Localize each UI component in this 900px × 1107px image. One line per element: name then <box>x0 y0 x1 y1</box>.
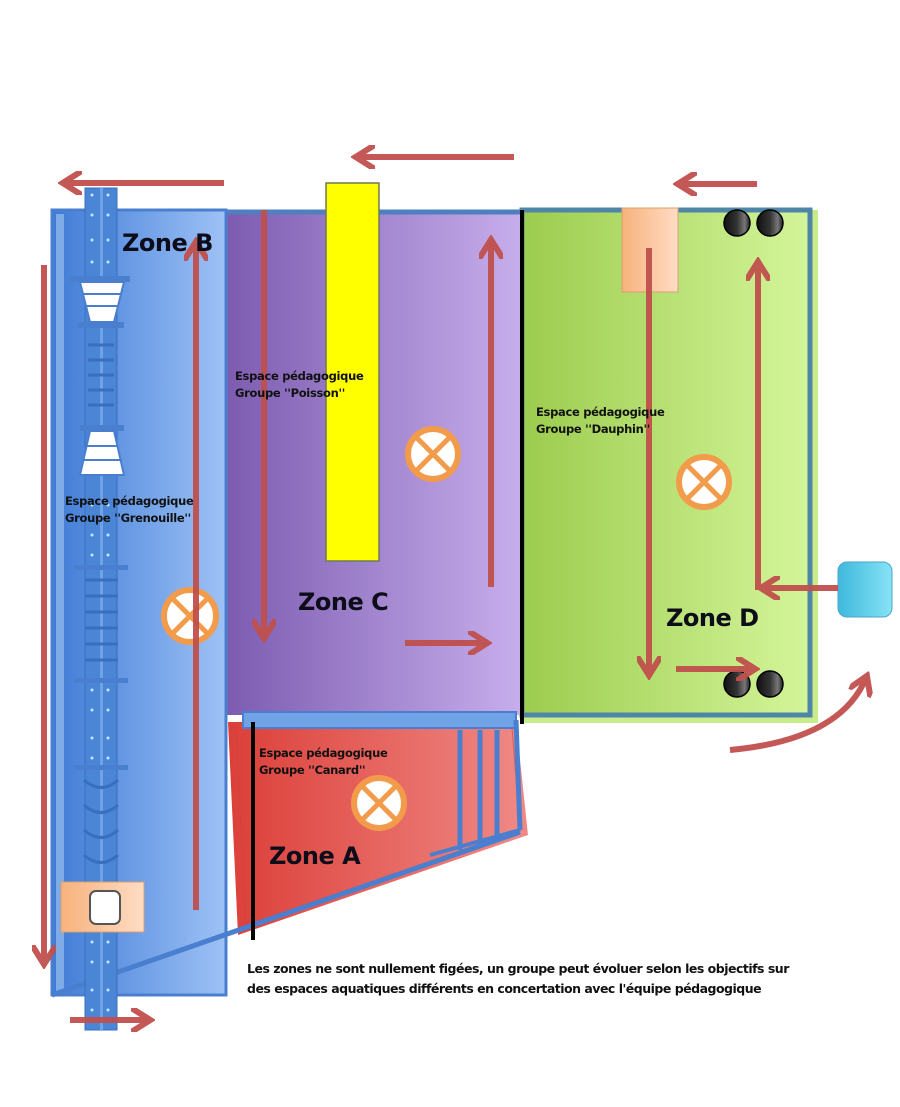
arrow-curve-entry <box>729 678 866 753</box>
yellow-separator-bar <box>325 182 380 562</box>
zone-c-label: Zone C <box>298 588 389 616</box>
espace-canard: Espace pédagogique Groupe ''Canard'' <box>259 745 388 779</box>
footnote: Les zones ne sont nullement figées, un g… <box>247 959 789 999</box>
espace-dauphin: Espace pédagogique Groupe ''Dauphin'' <box>536 404 665 438</box>
diagonal-lane-line <box>51 829 521 998</box>
espace-grenouille: Espace pédagogique Groupe ''Grenouille'' <box>65 493 194 527</box>
espace-line1: Espace pédagogique <box>536 405 665 419</box>
zone-a-label: Zone A <box>269 842 361 870</box>
zone-d-area <box>519 207 818 723</box>
footnote-line2: des espaces aquatiques différents en con… <box>247 981 762 996</box>
espace-line2: Groupe ''Grenouille'' <box>65 511 191 525</box>
espace-poisson: Espace pédagogique Groupe ''Poisson'' <box>235 368 364 402</box>
circle-x-marker-icon <box>351 775 407 831</box>
espace-line1: Espace pédagogique <box>235 369 364 383</box>
espace-line1: Espace pédagogique <box>65 494 194 508</box>
circle-x-marker-icon <box>405 426 461 482</box>
espace-line2: Groupe ''Poisson'' <box>235 386 345 400</box>
lane-buoys <box>723 209 784 698</box>
circle-x-marker-icon <box>676 454 732 510</box>
circle-x-marker-icon <box>161 587 219 645</box>
zone-b-label: Zone B <box>122 229 213 257</box>
zone-d-label: Zone D <box>666 604 759 632</box>
espace-line2: Groupe ''Canard'' <box>259 763 366 777</box>
espace-line1: Espace pédagogique <box>259 746 388 760</box>
espace-line2: Groupe ''Dauphin'' <box>536 422 650 436</box>
footnote-line1: Les zones ne sont nullement figées, un g… <box>247 961 789 976</box>
start-block-b <box>60 881 145 933</box>
entry-block <box>837 561 893 618</box>
